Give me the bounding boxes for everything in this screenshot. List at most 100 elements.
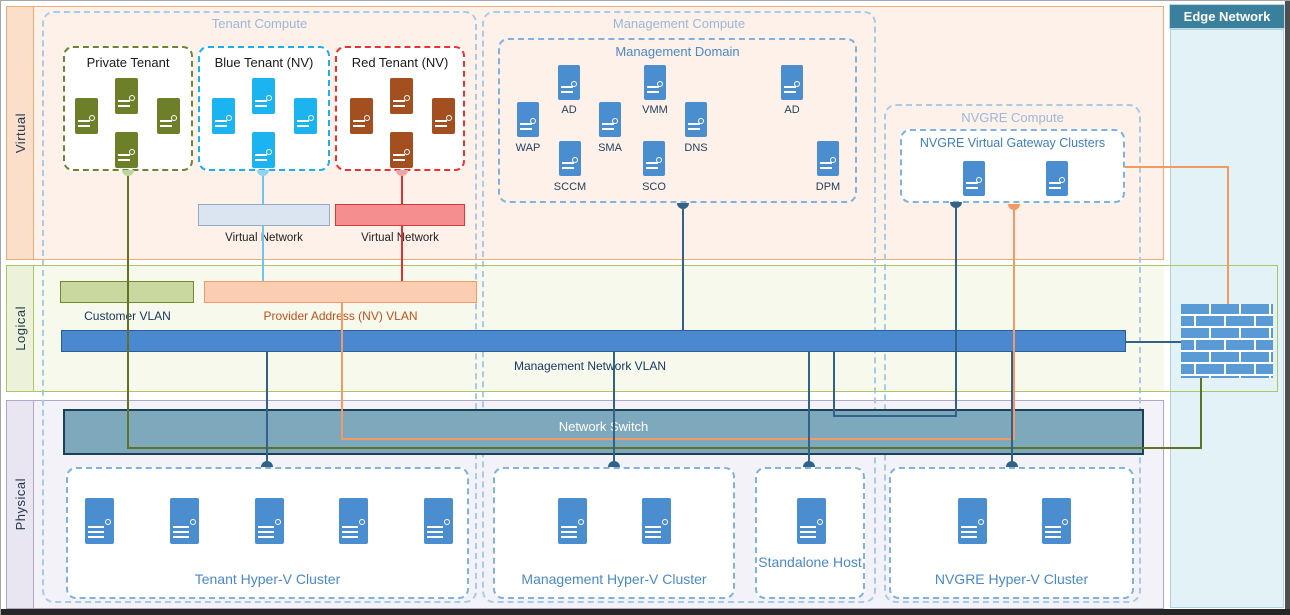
- management-hyperv-cluster: [493, 467, 735, 599]
- server-label-ad1: AD: [561, 104, 577, 116]
- server-icon: [558, 65, 580, 100]
- server-label-ad2: AD: [784, 104, 800, 116]
- edge-network-title: Edge Network: [1183, 9, 1271, 24]
- connector-red-vn-to-provider: [401, 226, 403, 281]
- nvgre-compute-title: NVGRE Compute: [961, 110, 1064, 125]
- connector-vlan-gateway-down: [833, 352, 835, 417]
- connector-vlan-to-standalone: [808, 352, 810, 464]
- tenant-compute-column: [42, 11, 477, 603]
- nub-gateway-teal: [950, 202, 962, 208]
- server-icon: [599, 102, 621, 137]
- nvgre-gateway-title: NVGRE Virtual Gateway Clusters: [919, 136, 1106, 150]
- host-icon: [170, 498, 199, 544]
- window-bottom-edge: [1, 609, 1290, 615]
- nub-tenant-cluster: [261, 461, 273, 467]
- server-icon: [1046, 161, 1068, 196]
- connector-blue-vn-to-provider: [262, 226, 264, 281]
- network-switch-label: Network Switch: [558, 419, 649, 434]
- vm-icon: [390, 132, 413, 168]
- server-icon: [685, 102, 707, 137]
- host-icon: [958, 498, 987, 544]
- server-icon: [517, 102, 539, 137]
- nub-management-domain: [677, 203, 689, 209]
- logical-band-label: Logical: [12, 306, 28, 351]
- vm-icon: [115, 78, 138, 114]
- blue-tenant-title: Blue Tenant (NV): [214, 55, 314, 70]
- provider-vlan-label: Provider Address (NV) VLAN: [263, 309, 418, 323]
- server-label-sma: SMA: [598, 142, 622, 154]
- vm-icon: [75, 98, 98, 134]
- physical-band-label-strip: Physical: [6, 400, 34, 609]
- virtual-network-blue-box: [198, 204, 330, 226]
- nvgre-hyperv-cluster: [889, 467, 1134, 599]
- management-compute-title: Management Compute: [612, 16, 746, 31]
- server-label-sccm: SCCM: [553, 181, 587, 193]
- connector-gateway-to-edge-horizontal: [1125, 166, 1229, 168]
- nub-gateway-orange: [1008, 204, 1020, 210]
- host-icon: [642, 498, 671, 544]
- host-icon: [339, 498, 368, 544]
- vm-icon: [115, 132, 138, 168]
- connector-vlan-to-nvgre-cluster: [1011, 352, 1013, 464]
- server-label-wap: WAP: [515, 142, 541, 154]
- virtual-network-red-label: Virtual Network: [361, 232, 439, 244]
- private-tenant-title: Private Tenant: [86, 55, 170, 70]
- host-icon: [424, 498, 453, 544]
- management-domain-title: Management Domain: [615, 44, 740, 59]
- vm-icon: [157, 98, 180, 134]
- server-icon: [643, 141, 665, 176]
- server-icon: [644, 65, 666, 100]
- connector-red-tenant-to-vn: [401, 173, 403, 204]
- connector-private-tenant-vertical: [127, 171, 129, 449]
- host-icon: [85, 498, 114, 544]
- edge-network-header: Edge Network: [1169, 4, 1285, 29]
- connector-provider-horizontal: [341, 438, 1015, 440]
- connector-edge-to-firewall-top: [1227, 166, 1229, 304]
- nvgre-gateway-box: NVGRE Virtual Gateway Clusters: [900, 129, 1125, 203]
- nub-blue-tenant: [257, 170, 269, 176]
- server-icon: [817, 141, 839, 176]
- nvgre-compute-column: [884, 104, 1141, 603]
- nub-mgmt-cluster: [608, 461, 620, 467]
- server-label-sco: SCO: [642, 181, 666, 193]
- connector-blue-tenant-to-vn: [262, 173, 264, 204]
- server-icon: [559, 141, 581, 176]
- virtual-band-label: Virtual: [12, 112, 28, 154]
- connector-firewall-bottom: [1200, 378, 1202, 449]
- management-compute-column: [482, 11, 876, 603]
- window-right-edge: [1285, 1, 1290, 615]
- server-label-dpm: DPM: [815, 181, 841, 193]
- nvgre-cluster-label: NVGRE Hyper-V Cluster: [934, 571, 1089, 587]
- connector-domain-to-vlan: [682, 207, 684, 330]
- tenant-cluster-label: Tenant Hyper-V Cluster: [194, 571, 341, 587]
- nub-red-tenant: [396, 170, 408, 176]
- nub-nvgre-cluster: [1006, 461, 1018, 467]
- connector-vlan-to-tenant-cluster: [266, 352, 268, 464]
- vm-icon: [294, 98, 317, 134]
- host-icon: [1042, 498, 1071, 544]
- management-cluster-label: Management Hyper-V Cluster: [521, 571, 707, 587]
- provider-vlan-box: [204, 281, 477, 303]
- virtual-band-label-strip: Virtual: [6, 6, 34, 260]
- vm-icon: [252, 132, 275, 168]
- virtual-network-red-box: [335, 204, 465, 226]
- vm-icon: [350, 98, 373, 134]
- host-icon: [797, 498, 826, 544]
- management-vlan-bar: [61, 330, 1126, 352]
- logical-band: [6, 265, 1164, 392]
- connector-customer-horizontal: [127, 447, 1202, 449]
- server-label-vmm: VMM: [642, 104, 668, 116]
- physical-band-label: Physical: [12, 478, 28, 531]
- private-tenant-box: Private Tenant: [63, 46, 193, 171]
- vm-icon: [390, 78, 413, 114]
- vm-icon: [432, 98, 455, 134]
- nub-standalone: [803, 461, 815, 467]
- standalone-host-label: Standalone Host: [758, 554, 862, 570]
- connector-vlan-to-mgmt-cluster: [613, 352, 615, 464]
- connector-vlan-to-firewall: [1126, 341, 1181, 343]
- red-tenant-title: Red Tenant (NV): [351, 55, 449, 70]
- vm-icon: [212, 98, 235, 134]
- server-icon: [781, 65, 803, 100]
- firewall-icon: [1181, 304, 1273, 378]
